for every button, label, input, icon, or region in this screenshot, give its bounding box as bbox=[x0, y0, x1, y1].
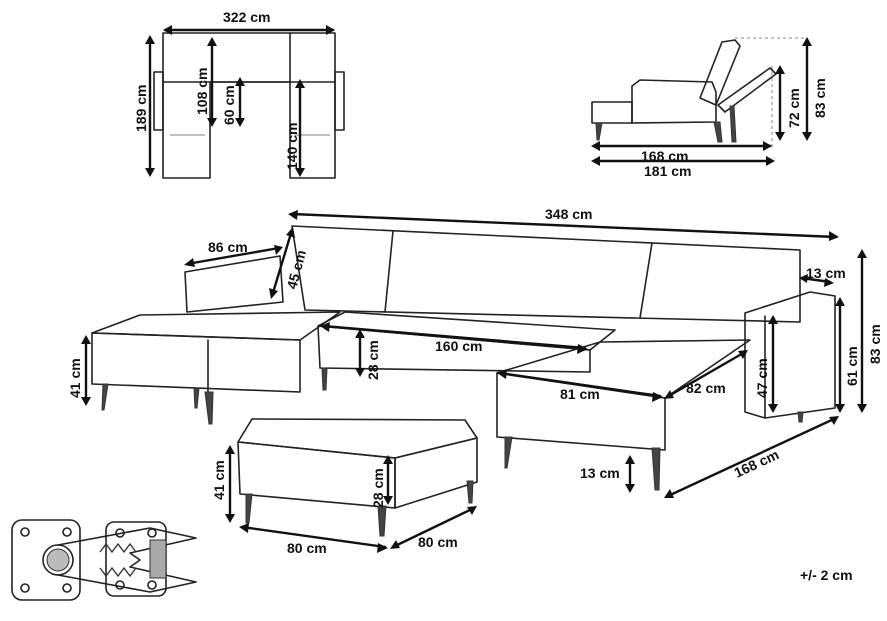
side-back-height-label: 72 cm bbox=[786, 88, 802, 128]
middle-seat-dimension: 160 cm bbox=[320, 322, 588, 354]
arm-height-dimension: 47 cm bbox=[754, 315, 778, 413]
total-width-dimension: 348 cm bbox=[288, 206, 839, 241]
right-depth-label: 168 cm bbox=[732, 446, 782, 481]
sofa-drawing bbox=[91, 225, 836, 491]
ottoman-height-label: 41 cm bbox=[211, 460, 227, 500]
arm-height-label: 47 cm bbox=[754, 358, 770, 398]
armrest-length-label: 86 cm bbox=[208, 239, 248, 255]
arm-width-dimension: 13 cm bbox=[799, 265, 846, 287]
ottoman-depth-dimension: 80 cm bbox=[390, 506, 477, 550]
total-width-label: 348 cm bbox=[545, 206, 592, 222]
armrest-length-dimension: 86 cm bbox=[184, 239, 283, 267]
side-total-height-dimension: 83 cm bbox=[802, 37, 828, 141]
overall-height-label: 83 cm bbox=[867, 324, 883, 364]
back-height-label: 45 cm bbox=[283, 248, 309, 290]
arm-width-label: 13 cm bbox=[806, 265, 846, 281]
top-chaise-length-dimension: 140 cm bbox=[284, 79, 305, 177]
cushion-height-label: 28 cm bbox=[365, 340, 381, 380]
seat-height-dimension: 41 cm bbox=[67, 335, 91, 406]
top-width-dimension: 322 cm bbox=[163, 9, 335, 35]
connector-bracket-illustration bbox=[11, 519, 197, 601]
ottoman-cushion-label: 28 cm bbox=[370, 468, 386, 508]
chaise-depth-label: 82 cm bbox=[686, 380, 726, 396]
side-back-height-dimension: 72 cm bbox=[775, 65, 802, 141]
ottoman-height-dimension: 41 cm bbox=[211, 445, 235, 523]
ottoman-cushion-dimension: 28 cm bbox=[370, 455, 393, 508]
ottoman-width-label: 80 cm bbox=[287, 540, 327, 556]
top-inner-depth-label: 60 cm bbox=[221, 85, 237, 125]
chaise-depth-dimension: 82 cm bbox=[664, 350, 748, 399]
arm-total-label: 61 cm bbox=[844, 346, 860, 386]
ottoman-width-dimension: 80 cm bbox=[239, 523, 388, 556]
top-inner-depth-dimension: 60 cm bbox=[221, 77, 245, 127]
arm-total-dimension: 61 cm bbox=[835, 297, 860, 413]
side-total-length-label: 181 cm bbox=[644, 163, 691, 179]
cushion-height-dimension: 28 cm bbox=[355, 329, 381, 380]
middle-seat-label: 160 cm bbox=[435, 338, 482, 354]
side-total-length-dimension: 181 cm bbox=[591, 156, 775, 179]
chaise-width-label: 81 cm bbox=[560, 386, 600, 402]
top-depth-label: 189 cm bbox=[133, 85, 149, 132]
top-view-drawing bbox=[153, 32, 345, 179]
tolerance-note: +/- 2 cm bbox=[800, 567, 853, 583]
top-seat-depth-dimension: 108 cm bbox=[194, 37, 217, 127]
leg-height-label: 13 cm bbox=[580, 465, 620, 481]
top-depth-dimension: 189 cm bbox=[133, 35, 155, 177]
leg-height-dimension: 13 cm bbox=[580, 455, 635, 493]
side-view-drawing bbox=[591, 37, 806, 150]
overall-height-dimension: 83 cm bbox=[857, 249, 883, 413]
top-width-label: 322 cm bbox=[223, 9, 270, 25]
chaise-width-dimension: 81 cm bbox=[497, 369, 663, 402]
ottoman-depth-label: 80 cm bbox=[418, 534, 458, 550]
side-total-height-label: 83 cm bbox=[812, 78, 828, 118]
back-height-dimension: 45 cm bbox=[269, 227, 309, 299]
seat-height-label: 41 cm bbox=[67, 358, 83, 398]
top-chaise-length-label: 140 cm bbox=[284, 123, 300, 170]
right-depth-dimension: 168 cm bbox=[664, 416, 839, 498]
ottoman-drawing bbox=[237, 418, 478, 537]
top-seat-depth-label: 108 cm bbox=[194, 68, 210, 115]
